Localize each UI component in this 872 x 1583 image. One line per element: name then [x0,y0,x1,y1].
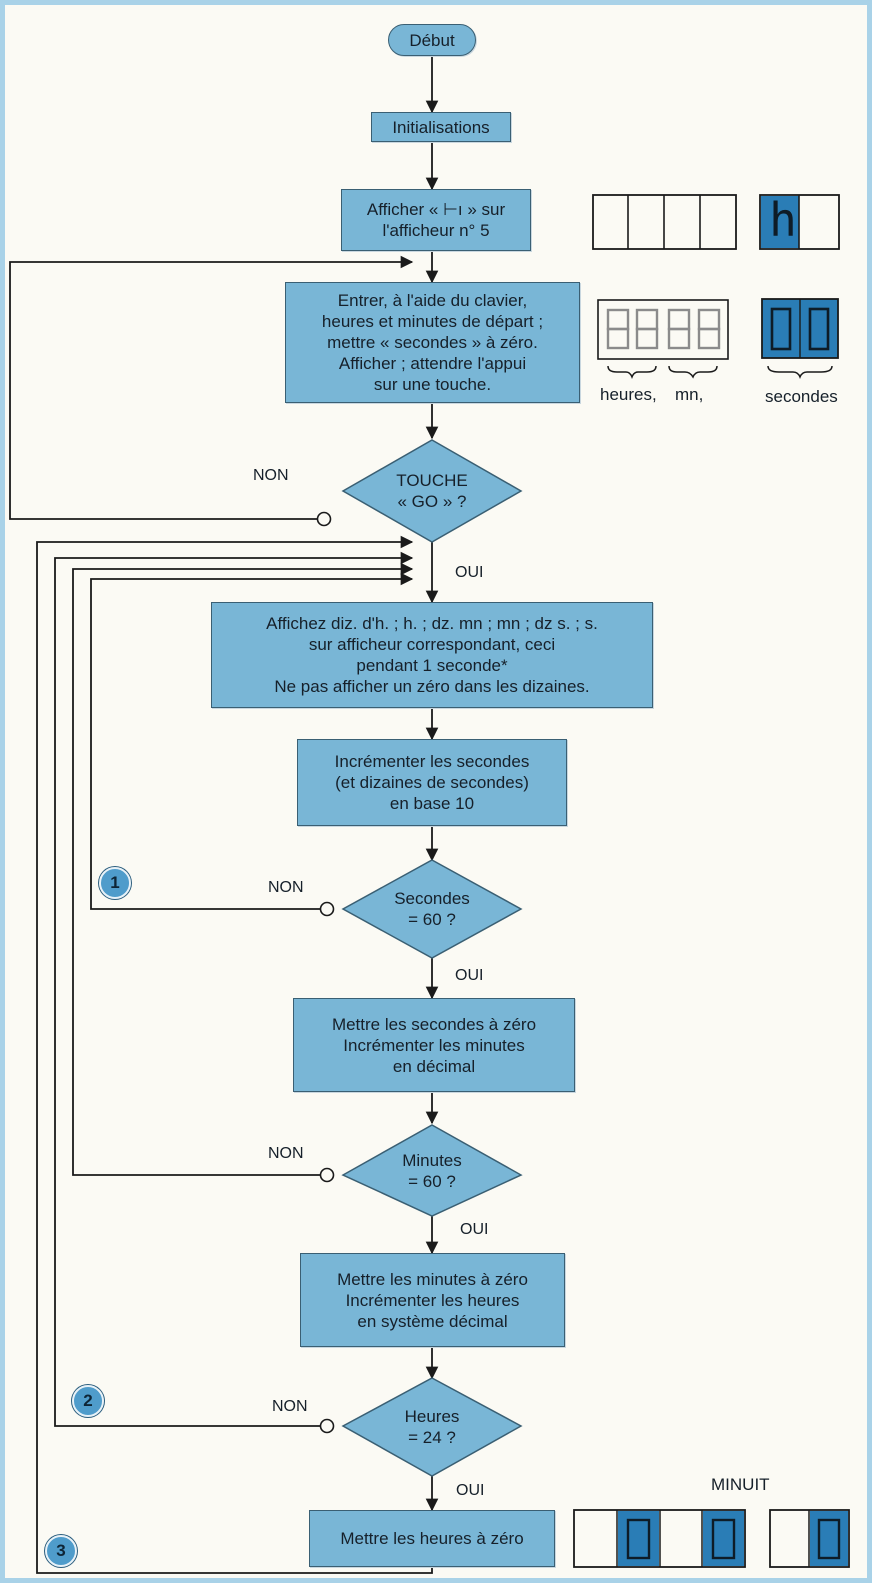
yes-label-hours: OUI [456,1482,485,1499]
caption-seconds: secondes [765,387,838,406]
yes-label-minutes: OUI [460,1221,489,1238]
seg-digit-2 [635,308,659,350]
seg-digit-1 [606,308,630,350]
no-label-hours: NON [272,1398,308,1415]
marker-3: 3 [45,1535,77,1567]
h-char: h [769,193,797,247]
enter-time-box: Entrer, à l'aide du clavier,heures et mi… [285,282,580,403]
display-digits-group [597,298,839,380]
yes-label-go: OUI [455,564,484,581]
marker-1: 1 [99,867,131,899]
go-decision-label: TOUCHE« GO » ? [396,471,468,511]
init-box: Initialisations [371,112,511,142]
seconds-decision-label: Secondes= 60 ? [394,889,470,929]
caption-minutes: mn, [675,385,704,404]
seg-digit-4 [697,308,721,350]
start-node: Début [388,24,476,56]
caption-hours: heures, [600,385,657,404]
reset-hours-box: Mettre les heures à zéro [309,1510,555,1567]
hours-decision-label: Heures= 24 ? [404,1407,460,1447]
display-midnight-group [573,1509,850,1568]
midnight-label: MINUIT [711,1475,770,1494]
inc-seconds-box: Incrémenter les secondes(et dizaines de … [297,739,567,826]
go-decision-shape [341,439,523,543]
no-label-minutes: NON [268,1145,304,1162]
yes-label-seconds: OUI [455,967,484,984]
minutes-decision-label: Minutes= 60 ? [402,1150,462,1191]
marker-2: 2 [72,1385,104,1417]
display-blank-group [592,194,840,250]
no-label-seconds: NON [268,879,304,896]
seg-digit-3 [667,308,691,350]
display-all-box: Affichez diz. d'h. ; h. ; dz. mn ; mn ; … [211,602,653,708]
hours-decision-shape [341,1377,523,1477]
seconds-decision-shape [341,859,523,959]
no-label-go: NON [253,467,289,484]
minutes-decision-shape [341,1124,523,1217]
connector-lines [9,56,850,1574]
